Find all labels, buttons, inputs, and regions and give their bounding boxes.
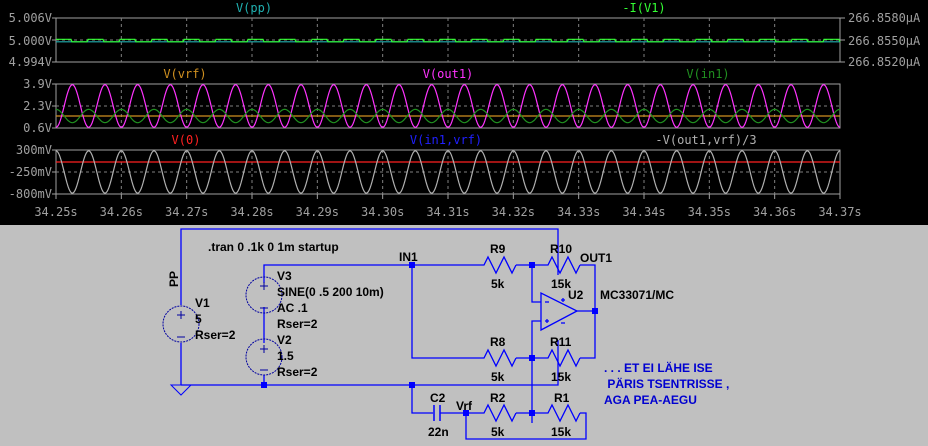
v2-name[interactable]: V2	[277, 333, 292, 347]
y2-tick-label: 266.8550µA	[848, 34, 921, 48]
y2-tick-label: 266.8580µA	[848, 11, 921, 25]
comment-line-2[interactable]: PÄRIS TSENTRISSE ,	[604, 376, 729, 391]
v3-rser[interactable]: Rser=2	[277, 317, 318, 331]
resistor-r8[interactable]	[480, 348, 517, 368]
c2-value[interactable]: 22n	[428, 425, 449, 439]
trace-label-vout1[interactable]: V(out1)	[423, 67, 474, 81]
r11-value[interactable]: 15k	[551, 370, 571, 384]
comment-line-1[interactable]: . . . ET EI LÄHE ISE	[604, 360, 713, 375]
junctions	[261, 262, 598, 416]
wire-node-inv[interactable]	[531, 265, 541, 303]
wires	[180, 228, 596, 440]
x-tick-label: 34.25s	[34, 205, 77, 219]
x-tick-label: 34.26s	[100, 205, 143, 219]
trace-label-vpp[interactable]: V(pp)	[236, 1, 272, 15]
x-tick-label: 34.35s	[688, 205, 731, 219]
net-label-in1[interactable]: IN1	[399, 250, 418, 264]
capacitor-c2[interactable]	[433, 405, 441, 421]
y-tick-label: -250mV	[9, 165, 52, 179]
source-v3[interactable]	[245, 276, 283, 314]
resistors	[480, 255, 581, 423]
v1-value[interactable]: 5	[195, 312, 202, 326]
y-tick-label: 5.006V	[9, 11, 52, 25]
v1-rser[interactable]: Rser=2	[195, 328, 236, 342]
x-tick-label: 34.29s	[296, 205, 339, 219]
spice-directive[interactable]: .tran 0 .1k 0 1m startup	[208, 240, 339, 254]
trace-v-in1	[55, 108, 841, 124]
trace-v-out1	[55, 84, 841, 128]
resistor-r9[interactable]	[480, 255, 517, 275]
x-tick-label: 34.28s	[230, 205, 273, 219]
r9-name[interactable]: R9	[490, 242, 506, 256]
trace-label-v0[interactable]: V(0)	[172, 133, 201, 147]
r9-value[interactable]: 5k	[491, 277, 505, 291]
x-tick-label: 34.33s	[557, 205, 600, 219]
x-tick-label: 34.27s	[165, 205, 208, 219]
v2-rser[interactable]: Rser=2	[277, 365, 318, 379]
net-label-vrf[interactable]: Vrf	[456, 399, 473, 413]
x-tick-label: 34.32s	[492, 205, 535, 219]
x-tick-label: 34.34s	[622, 205, 665, 219]
source-v1[interactable]	[162, 305, 200, 343]
y2-tick-label: 266.8520µA	[848, 55, 921, 69]
u2-model[interactable]: MC33071/MC	[600, 288, 674, 302]
v3-ac[interactable]: AC .1	[277, 301, 308, 315]
y-tick-label: 2.3V	[23, 99, 52, 113]
y-tick-label: 300mV	[16, 143, 52, 157]
grid-lines	[56, 18, 840, 194]
r10-name[interactable]: R10	[550, 242, 572, 256]
c2-name[interactable]: C2	[430, 391, 446, 405]
y-tick-label: 0.6V	[23, 121, 52, 135]
x-tick-label: 34.36s	[753, 205, 796, 219]
opamp-u2[interactable]	[540, 291, 579, 332]
waveform-viewer[interactable]: 5.006V 5.000V 4.994V 266.8580µA 266.8550…	[0, 0, 928, 225]
x-tick-label: 34.30s	[361, 205, 404, 219]
r10-value[interactable]: 15k	[551, 277, 571, 291]
r8-name[interactable]: R8	[490, 335, 506, 349]
traces	[55, 38, 841, 194]
r2-value[interactable]: 5k	[491, 425, 505, 439]
comment-line-3[interactable]: AGA PEA-AEGU	[604, 393, 697, 407]
trace-label-vin1-vrf[interactable]: V(in1,vrf)	[410, 133, 482, 147]
r11-name[interactable]: R11	[550, 335, 572, 349]
resistor-r10[interactable]	[544, 255, 581, 275]
x-tick-label: 34.31s	[426, 205, 469, 219]
net-label-pp[interactable]: PP	[167, 271, 181, 287]
y-tick-label: -800mV	[9, 187, 52, 201]
trace-label-vdiff[interactable]: -V(out1,vrf)/3	[655, 133, 756, 147]
wire-gnd-rail-2[interactable]	[412, 340, 559, 386]
y-tick-label: 3.9V	[23, 77, 52, 91]
trace-v-out1-vrf-3	[55, 150, 841, 194]
v3-value[interactable]: SINE(0 .5 200 10m)	[277, 285, 384, 299]
r8-value[interactable]: 5k	[491, 370, 505, 384]
resistor-r11[interactable]	[544, 348, 581, 368]
resistor-r1[interactable]	[544, 403, 581, 423]
r1-name[interactable]: R1	[554, 391, 570, 405]
y-tick-label: 5.000V	[9, 34, 52, 48]
r2-name[interactable]: R2	[490, 391, 506, 405]
v2-value[interactable]: 1.5	[277, 349, 294, 363]
trace-label-iv1[interactable]: -I(V1)	[622, 1, 665, 15]
wire-pp[interactable]	[180, 228, 559, 305]
wire-r1-loop[interactable]	[465, 412, 587, 440]
v3-name[interactable]: V3	[277, 269, 292, 283]
ground-icon	[169, 384, 193, 396]
wire-in1-r8[interactable]	[411, 265, 480, 359]
axis-ticks	[52, 17, 845, 199]
x-tick-label: 34.37s	[818, 205, 861, 219]
r1-value[interactable]: 15k	[551, 425, 571, 439]
resistor-r2[interactable]	[480, 403, 517, 423]
source-v2[interactable]	[245, 338, 283, 376]
trace-i-v1	[56, 38, 841, 43]
u2-name[interactable]: U2	[568, 288, 584, 302]
net-label-out1[interactable]: OUT1	[580, 251, 612, 265]
wire-gnd-c2[interactable]	[411, 385, 433, 414]
x-axis-labels: 34.25s 34.26s 34.27s 34.28s 34.29s 34.30s 34.3…	[34, 205, 861, 219]
wire-noninv[interactable]	[531, 320, 541, 423]
schematic-editor[interactable]: .tran 0 .1k 0 1m startup PP IN1 OUT1 Vrf…	[0, 225, 928, 446]
y-tick-label: 4.994V	[9, 55, 52, 69]
trace-label-vin1[interactable]: V(in1)	[686, 67, 729, 81]
trace-label-vvrf[interactable]: V(vrf)	[163, 67, 206, 81]
v1-name[interactable]: V1	[195, 296, 210, 310]
